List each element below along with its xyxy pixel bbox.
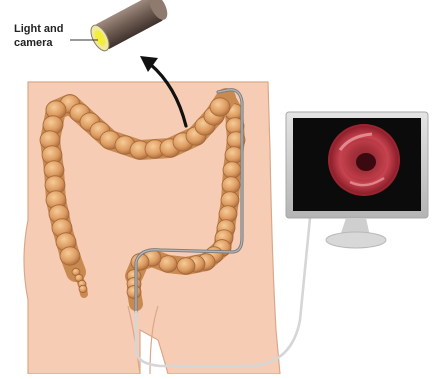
- callout-line2: camera: [14, 36, 94, 50]
- colon-segment: [225, 147, 243, 164]
- callout-line1: Light and: [14, 22, 94, 36]
- colon-segment: [127, 286, 141, 299]
- colon-lumen-view: [328, 124, 400, 196]
- colon-segment: [79, 285, 87, 292]
- colon-segment: [210, 98, 230, 116]
- colon-segment: [159, 256, 177, 273]
- camera-callout-label: Light and camera: [14, 22, 94, 50]
- colon-segment: [177, 258, 195, 275]
- colon-segment: [222, 177, 240, 194]
- camera-scope-icon: [87, 0, 171, 54]
- colon-segment: [60, 247, 80, 265]
- colon-segment: [223, 162, 241, 179]
